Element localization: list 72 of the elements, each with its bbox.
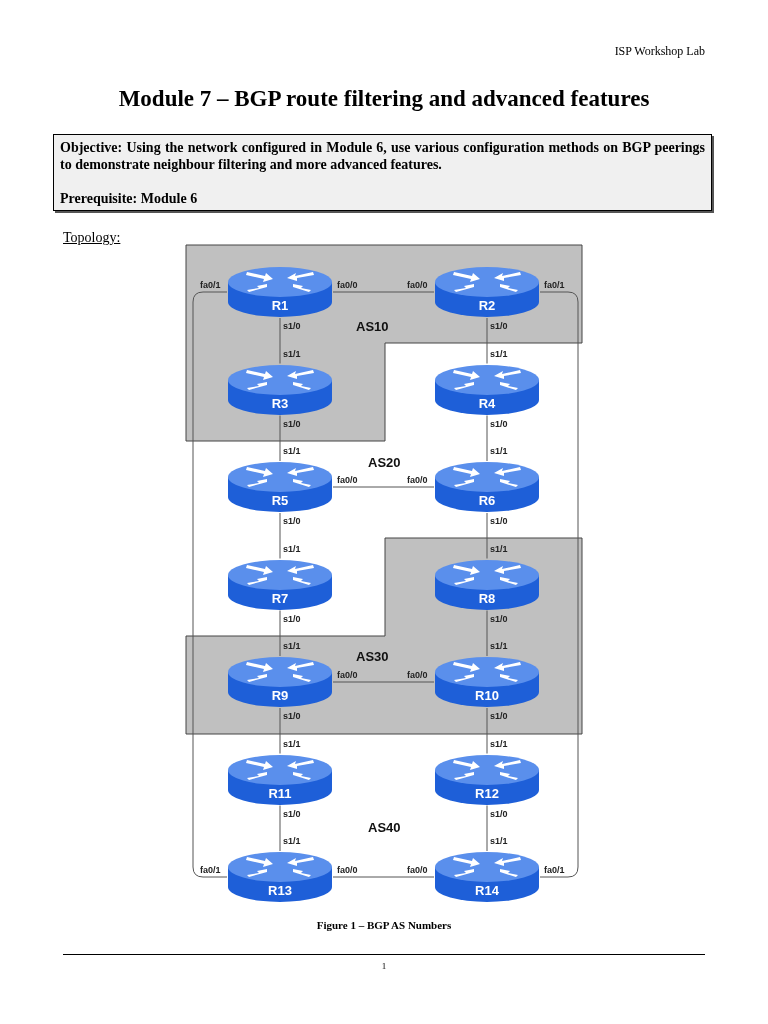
interface-label: fa0/0 [337,475,358,485]
interface-label: s1/1 [490,348,508,359]
link-line [332,681,435,683]
interface-label: fa0/0 [407,865,428,875]
as-label: AS10 [356,319,389,334]
interface-label: s1/0 [283,321,301,331]
interface-label: s1/1 [283,446,301,456]
link-line [332,876,435,878]
link-line [332,486,435,488]
router-label: R8 [477,590,497,606]
prerequisite-text: Prerequisite: Module 6 [60,190,199,207]
page-title: Module 7 – BGP route filtering and advanced features [117,86,651,112]
figure-caption: Figure 1 – BGP AS Numbers [315,919,453,931]
router-label: R1 [270,298,290,313]
interface-label: fa0/0 [407,670,428,680]
link-line [192,291,228,878]
link-line [279,610,281,657]
link-line [486,512,488,559]
interface-label: s1/0 [490,613,508,624]
interface-label: fa0/0 [337,280,358,290]
router-label: R9 [270,688,290,703]
interface-label: fa0/1 [544,865,565,875]
interface-label: fa0/1 [544,280,565,290]
interface-label: s1/1 [490,738,508,749]
interface-label: s1/1 [490,836,508,846]
interface-label: fa0/1 [200,865,221,875]
interface-label: s1/1 [283,348,301,359]
interface-label: s1/0 [490,516,508,526]
interface-label: fa0/0 [407,475,428,485]
interface-label: s1/1 [283,738,301,749]
router-label: R10 [474,688,500,703]
interface-label: s1/1 [490,543,508,554]
interface-label: s1/1 [283,836,301,846]
link-line [539,291,579,878]
router-label: R13 [267,883,293,898]
router-label: R7 [270,590,290,606]
interface-label: s1/1 [283,641,301,651]
as-label: AS30 [356,649,389,664]
router-label: R4 [477,395,497,411]
page-header: ISP Workshop Lab [614,44,705,59]
interface-label: s1/0 [283,613,301,624]
router-label: R14 [474,883,500,898]
section-heading: Topology: [63,230,121,246]
objective-box [53,134,712,211]
router-label: R12 [474,785,500,801]
interface-label: s1/0 [283,711,301,721]
as-label: AS40 [368,820,401,835]
interface-label: s1/0 [490,808,508,819]
interface-label: fa0/0 [337,865,358,875]
router-label: R11 [267,785,293,801]
interface-label: s1/0 [283,516,301,526]
interface-label: s1/1 [490,446,508,456]
link-line [279,317,281,364]
interface-label: fa0/1 [200,280,221,290]
interface-label: s1/0 [490,321,508,331]
interface-label: s1/0 [490,418,508,429]
router-label: R2 [477,298,497,313]
router-label: R3 [270,395,290,411]
interface-label: s1/0 [283,418,301,429]
link-line [486,610,488,657]
interface-label: s1/1 [490,641,508,651]
link-line [332,291,435,293]
router-label: R5 [270,493,290,508]
interface-label: fa0/0 [407,280,428,290]
objective-text: Objective: Using the network configured in Module 6, use various configuration methods on BGP peerings to demonstrate neighbour filtering and more advanced features. [60,139,705,173]
interface-label: s1/1 [283,543,301,554]
as-label: AS20 [368,455,401,470]
interface-label: s1/0 [490,711,508,721]
interface-label: s1/0 [283,808,301,819]
page-number: 1 [380,961,388,971]
router-label: R6 [477,493,497,508]
interface-label: fa0/0 [337,670,358,680]
